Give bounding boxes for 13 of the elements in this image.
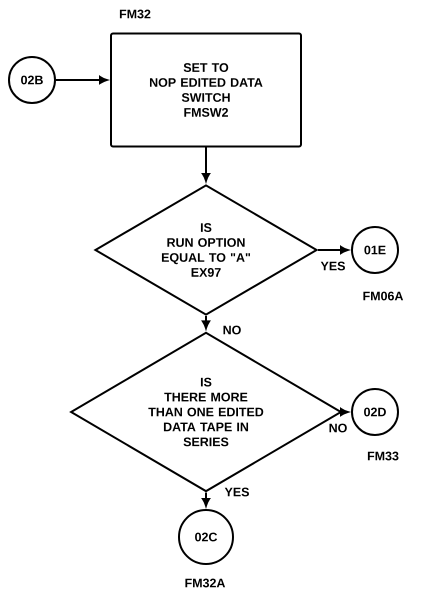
edge-label: YES bbox=[320, 262, 345, 270]
arrow bbox=[56, 76, 108, 84]
reference-label: FM32A bbox=[185, 578, 226, 588]
reference-label: FM06A bbox=[363, 292, 404, 300]
edge-label: NO bbox=[224, 326, 241, 334]
arrow bbox=[318, 246, 349, 254]
arrow bbox=[202, 316, 210, 329]
arrow bbox=[202, 492, 210, 507]
reference-label: FM33 bbox=[368, 452, 398, 460]
process-box: SET TO NOP EDITED DATA SWITCH FMSW2 bbox=[110, 32, 302, 148]
arrow bbox=[340, 408, 349, 416]
arrow bbox=[202, 148, 210, 182]
reference-label: FM32 bbox=[120, 10, 150, 18]
